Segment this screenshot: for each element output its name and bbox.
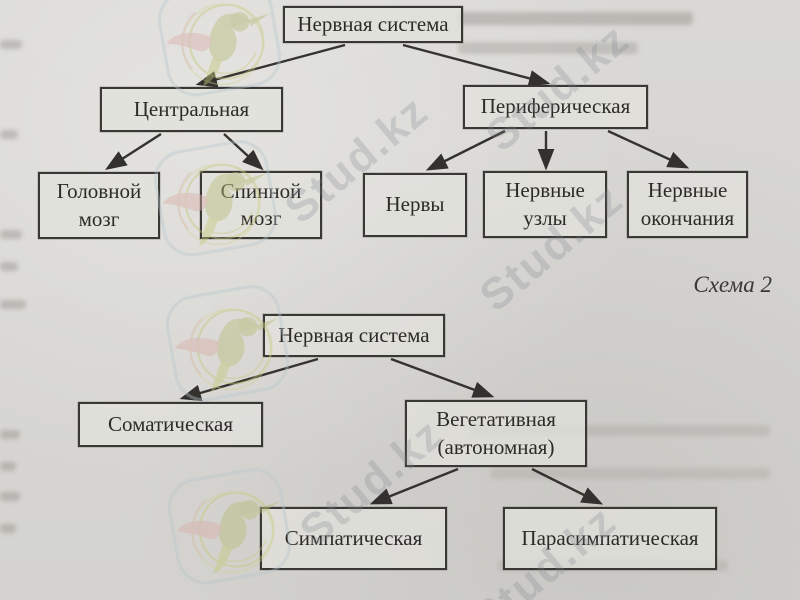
- bleedthrough-smudge: [0, 230, 22, 239]
- node-d2-sympathetic: Симпатическая: [260, 507, 447, 570]
- bleedthrough-smudge: [458, 42, 638, 54]
- bleedthrough-smudge: [0, 492, 20, 501]
- bleedthrough-smudge: [0, 40, 22, 49]
- bleedthrough-smudge: [458, 12, 693, 25]
- node-d1-ganglia: Нервные узлы: [483, 171, 607, 238]
- node-d2-root: Нервная система: [263, 314, 445, 357]
- node-d1-peripheral: Периферическая: [463, 85, 648, 129]
- node-d1-endings: Нервные окончания: [627, 171, 748, 238]
- node-d2-parasympathetic: Парасимпатическая: [503, 507, 717, 570]
- node-d1-spinal: Спинной мозг: [200, 171, 322, 239]
- bleedthrough-smudge: [0, 130, 18, 139]
- bleedthrough-smudge: [0, 262, 18, 271]
- bleedthrough-smudge: [0, 462, 16, 471]
- node-d1-nerves: Нервы: [363, 173, 467, 237]
- node-d1-root: Нервная система: [283, 6, 463, 43]
- bleedthrough-smudge: [470, 425, 770, 436]
- scheme-caption: Схема 2: [693, 272, 772, 297]
- bleedthrough-smudge: [0, 430, 20, 439]
- node-d2-vegetative: Вегетативная (автономная): [405, 400, 587, 467]
- bleedthrough-smudge: [0, 524, 16, 533]
- node-d1-brain: Головной мозг: [38, 172, 160, 239]
- bleedthrough-smudge: [0, 300, 26, 309]
- node-d1-central: Центральная: [100, 87, 283, 132]
- bleedthrough-smudge: [490, 468, 770, 479]
- node-d2-somatic: Соматическая: [78, 402, 263, 447]
